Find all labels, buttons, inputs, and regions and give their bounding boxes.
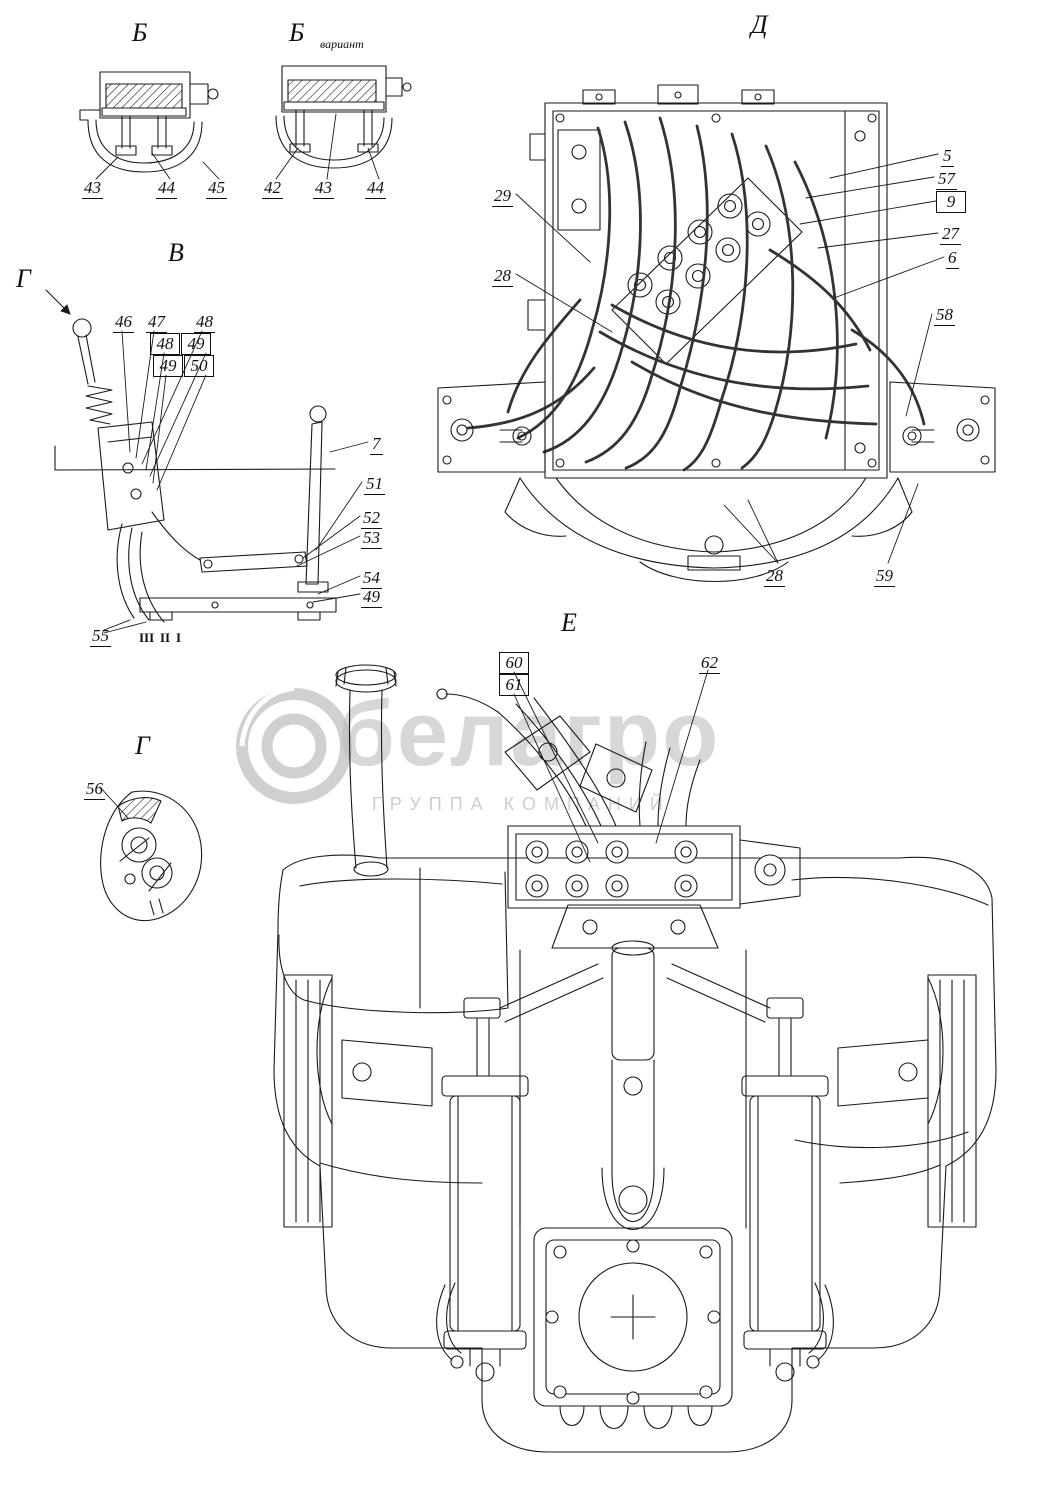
view-b-variant-art <box>275 65 412 169</box>
view-e-valve-block <box>436 688 801 909</box>
view-d-valve-fittings <box>627 193 771 315</box>
view-e-bottom-hoses <box>436 1282 834 1369</box>
leader-lines <box>95 113 945 863</box>
view-b-art <box>79 71 219 173</box>
view-e-oil-tank <box>278 664 509 1014</box>
view-e-art <box>273 664 997 1453</box>
view-d-hoses <box>466 116 926 472</box>
view-e-center-hitch <box>499 904 771 1231</box>
view-e-bottom-plate <box>533 1227 733 1430</box>
view-g-art <box>100 790 203 922</box>
watermark-subtext: ГРУППА КОМПАНИЙ <box>372 794 671 814</box>
view-d-side-mounts <box>437 381 996 473</box>
view-v-art <box>45 289 337 623</box>
view-g-direction-arrow <box>45 289 71 315</box>
view-e-left-cylinder <box>441 997 529 1382</box>
watermark-text: белагро <box>338 683 721 785</box>
view-d-bottom-housing <box>504 477 913 582</box>
view-e-body-lines <box>283 876 989 1229</box>
view-e-right-cylinder <box>741 997 829 1382</box>
watermark-logo <box>236 685 352 804</box>
